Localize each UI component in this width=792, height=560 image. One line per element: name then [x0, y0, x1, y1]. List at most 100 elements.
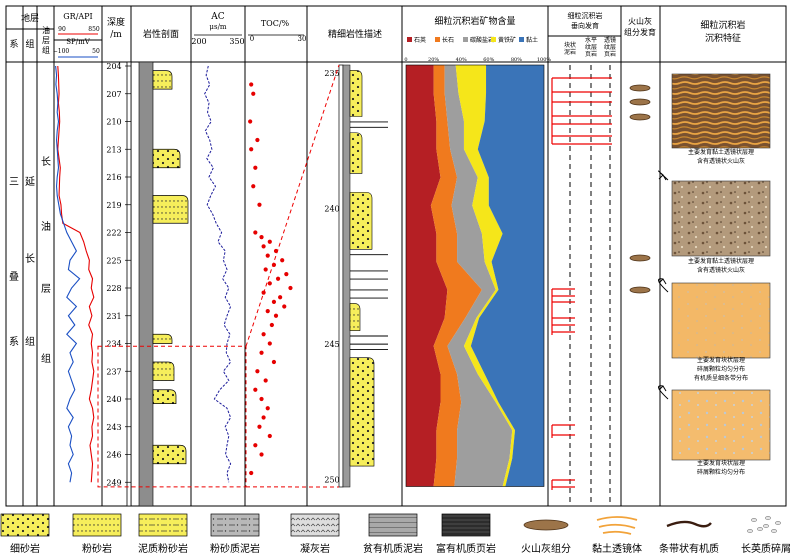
sp-min: −100 [53, 48, 70, 55]
lith-label: 岩性剖面 [143, 28, 179, 40]
fine-depth-label: 240 [324, 205, 339, 214]
header-system: 系 [9, 39, 18, 50]
ac-track [204, 65, 232, 483]
felsic-grain [747, 529, 753, 533]
lith-bed [152, 444, 187, 465]
toc-point [249, 470, 254, 476]
fine-depth-label: 235 [324, 69, 339, 78]
struct-label: 细粒沉积岩 [568, 11, 603, 20]
feature-caption: 含有透镜状火山灰 [697, 157, 745, 165]
feature-panel [671, 389, 771, 461]
strata-system-char: 叠 [9, 271, 19, 283]
lith-bed [152, 333, 173, 344]
toc-point [288, 285, 293, 291]
clay-lens-icon [596, 516, 638, 535]
siltstone-icon-swatch [72, 513, 122, 537]
depth-tick-label: 225 [106, 256, 121, 265]
lith-bed [152, 195, 189, 224]
toc-point [284, 272, 289, 277]
lith-bed [152, 389, 177, 404]
fine-depth-bar [338, 64, 344, 488]
sp-curve [55, 65, 81, 483]
mineral-tick-label: 80% [511, 57, 522, 63]
felsic-grain [763, 524, 769, 528]
ac-curve [204, 65, 232, 483]
struct-sub-horizontal: 页岩 [585, 50, 597, 58]
feature-panel [671, 180, 771, 257]
struct-sub-horizontal: 纹层 [585, 43, 597, 51]
lean-organic-mudstone-icon-swatch [368, 513, 418, 537]
toc-point [248, 119, 253, 124]
fine-bed [349, 132, 363, 174]
lean-organic-mudstone-icon [368, 513, 418, 537]
mineral-area [430, 65, 482, 487]
gr-sp-track [55, 65, 95, 483]
legend-label: 粉砂岩 [82, 542, 112, 555]
strata-oil-char: 长 [41, 156, 51, 168]
rich-organic-shale-icon-swatch [441, 513, 491, 537]
zoom-connector [97, 64, 340, 488]
gr-max: 850 [88, 26, 100, 33]
mineral-tick-label: 60% [483, 57, 494, 63]
strata-system-char: 系 [9, 336, 19, 348]
toc-point [273, 313, 279, 318]
depth-tick-label: 216 [106, 173, 121, 182]
depth-tick-label: 222 [106, 229, 121, 238]
header-strata: 地层 [21, 12, 39, 24]
depth-tick-label: 234 [106, 340, 121, 349]
progression-arrow [658, 278, 669, 293]
ash-label: 组分发育 [624, 27, 656, 37]
mineral-legend-swatch [407, 37, 412, 42]
toc-point [251, 184, 256, 189]
depth-label: /m [110, 30, 122, 40]
toc-point [280, 258, 285, 263]
legend-label: 富有机质页岩 [436, 542, 496, 555]
progression-arrowhead [658, 385, 667, 392]
toc-point [275, 276, 281, 281]
lith-bed [152, 70, 173, 90]
depth-tick-label: 207 [106, 90, 121, 99]
legend-label: 凝灰岩 [300, 542, 330, 555]
muddy-siltstone-icon-swatch [138, 513, 188, 537]
mineral-legend-swatch [519, 37, 524, 42]
volcanic-ash-icon [629, 113, 651, 121]
fine-depth-label: 250 [324, 476, 339, 485]
feature-caption: 主要发育黏土透镜状层理 [688, 257, 754, 265]
toc-point [253, 387, 258, 392]
vertical-structure-track [551, 65, 612, 504]
fine-sandstone-icon-swatch [0, 513, 50, 537]
feature-caption: 有机质呈细条带分布 [694, 374, 748, 382]
toc-point [263, 378, 268, 383]
depth-label: 深度 [107, 16, 125, 28]
silty-mudstone-icon [210, 513, 260, 537]
gr-label: GR/API [63, 12, 92, 21]
volcanic-ash-icon [629, 254, 651, 262]
mineral-legend-label: 黏土 [526, 36, 538, 44]
volcanic-ash-icon [629, 84, 651, 92]
muddy-siltstone-icon [138, 513, 188, 537]
felsic-grain [771, 529, 777, 533]
depth-tick-label: 231 [106, 312, 121, 321]
ac-label: AC [210, 12, 224, 22]
toc-point [253, 443, 258, 448]
depth-tick-label: 237 [106, 367, 121, 376]
toc-point [257, 424, 262, 429]
legend-label: 黏土透镜体 [592, 542, 642, 555]
struct-sub-massive: 块状 [564, 41, 576, 49]
legend-label: 细砂岩 [10, 542, 40, 555]
depth-tick-label: 228 [106, 284, 121, 293]
lith-bed [152, 361, 175, 381]
struct-sub-lens: 纹层 [604, 43, 616, 51]
progression-arrowhead [658, 174, 667, 181]
banded-organic-swatch [666, 520, 712, 528]
toc-point [259, 452, 264, 457]
volcanic-ash-icon [523, 519, 569, 531]
strata-oil-char: 油 [41, 220, 51, 233]
mineral-tick-label: 40% [456, 57, 467, 63]
mineral-tick-label: 0 [404, 57, 407, 63]
toc-point [267, 239, 272, 244]
toc-max: 30 [298, 35, 307, 43]
toc-label: TOC/% [261, 19, 290, 28]
mineral-label: 细粒沉积岩矿物含量 [434, 15, 515, 27]
feature-label: 细粒沉积岩 [700, 19, 745, 31]
